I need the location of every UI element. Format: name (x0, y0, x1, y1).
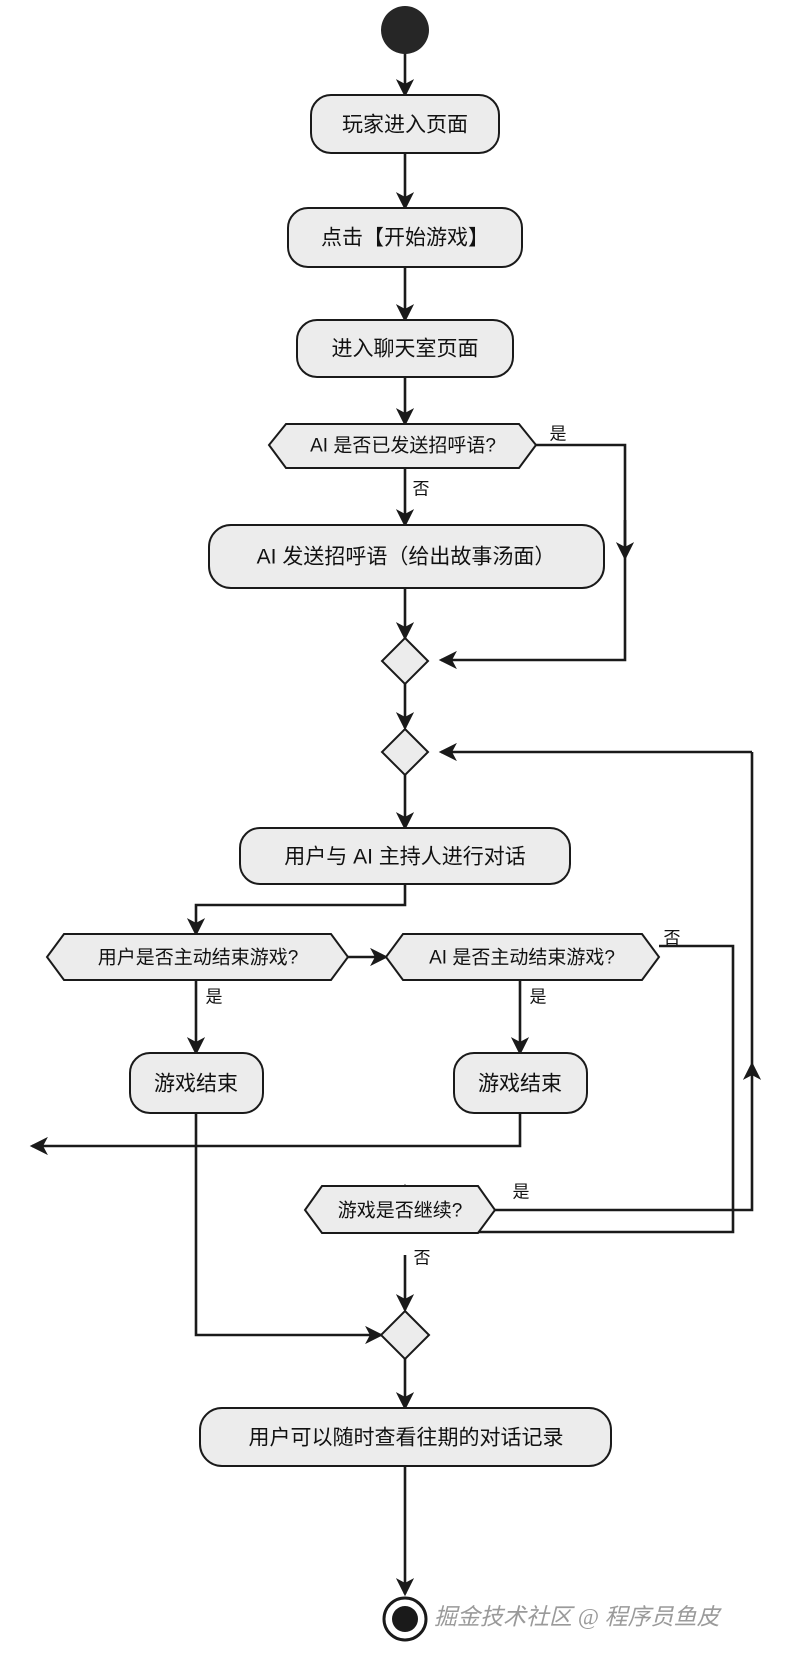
node-game-over-right-label: 游戏结束 (478, 1073, 562, 1096)
decision-user-ends-game[interactable]: 用户是否主动结束游戏? (45, 933, 350, 981)
decision-game-continue-label: 游戏是否继续? (338, 1200, 463, 1222)
node-enter-page[interactable]: 玩家进入页面 (310, 94, 500, 154)
start-terminal-icon (381, 6, 429, 54)
node-view-history-label: 用户可以随时查看往期的对话记录 (249, 1427, 564, 1450)
edge-game-over-right-to-left-exit (29, 1113, 522, 1156)
edge-label-greeting-no: 否 (413, 480, 430, 499)
decision-game-continue[interactable]: 游戏是否继续? (303, 1185, 497, 1234)
node-send-greeting-label: AI 发送招呼语（给出故事汤面） (257, 546, 556, 569)
node-user-ai-dialogue-label: 用户与 AI 主持人进行对话 (284, 846, 526, 869)
edge-label-greeting-yes: 是 (550, 425, 567, 444)
edge-label-ai-end-no: 否 (664, 929, 681, 948)
decision-ai-ends-game-label: AI 是否主动结束游戏? (429, 947, 615, 969)
decision-greeting-sent[interactable]: AI 是否已发送招呼语? (267, 423, 538, 469)
node-enter-page-label: 玩家进入页面 (342, 114, 468, 137)
node-game-over-left-label: 游戏结束 (154, 1073, 238, 1096)
node-game-over-right[interactable]: 游戏结束 (453, 1052, 588, 1114)
watermark-text: 掘金技术社区 @ 程序员鱼皮 (434, 1605, 723, 1630)
edge-label-ai-end-yes: 是 (530, 988, 547, 1007)
merge-node-2 (380, 727, 430, 777)
end-terminal-icon (382, 1596, 428, 1642)
edge-dialogue-to-user-end-decision (186, 884, 407, 937)
node-send-greeting[interactable]: AI 发送招呼语（给出故事汤面） (208, 524, 605, 589)
node-click-start-game[interactable]: 点击【开始游戏】 (287, 207, 523, 268)
decision-ai-ends-game[interactable]: AI 是否主动结束游戏? (384, 933, 661, 981)
edge-label-user-end-yes: 是 (206, 988, 223, 1007)
node-enter-chatroom[interactable]: 进入聊天室页面 (296, 319, 514, 378)
node-enter-chatroom-label: 进入聊天室页面 (332, 338, 479, 361)
merge-node-3 (379, 1309, 431, 1361)
decision-greeting-sent-label: AI 是否已发送招呼语? (310, 435, 496, 457)
edge-continue-yes-loopback (495, 1061, 762, 1212)
node-view-history[interactable]: 用户可以随时查看往期的对话记录 (199, 1407, 612, 1467)
node-user-ai-dialogue[interactable]: 用户与 AI 主持人进行对话 (239, 827, 571, 885)
merge-node-1 (380, 636, 430, 686)
edge-label-continue-no: 否 (414, 1249, 431, 1268)
edge-label-continue-yes: 是 (513, 1183, 530, 1202)
node-game-over-left[interactable]: 游戏结束 (129, 1052, 264, 1114)
decision-user-ends-game-label: 用户是否主动结束游戏? (98, 947, 299, 969)
edge-game-over-left-to-merge3 (194, 1113, 384, 1345)
node-click-start-game-label: 点击【开始游戏】 (321, 227, 489, 250)
